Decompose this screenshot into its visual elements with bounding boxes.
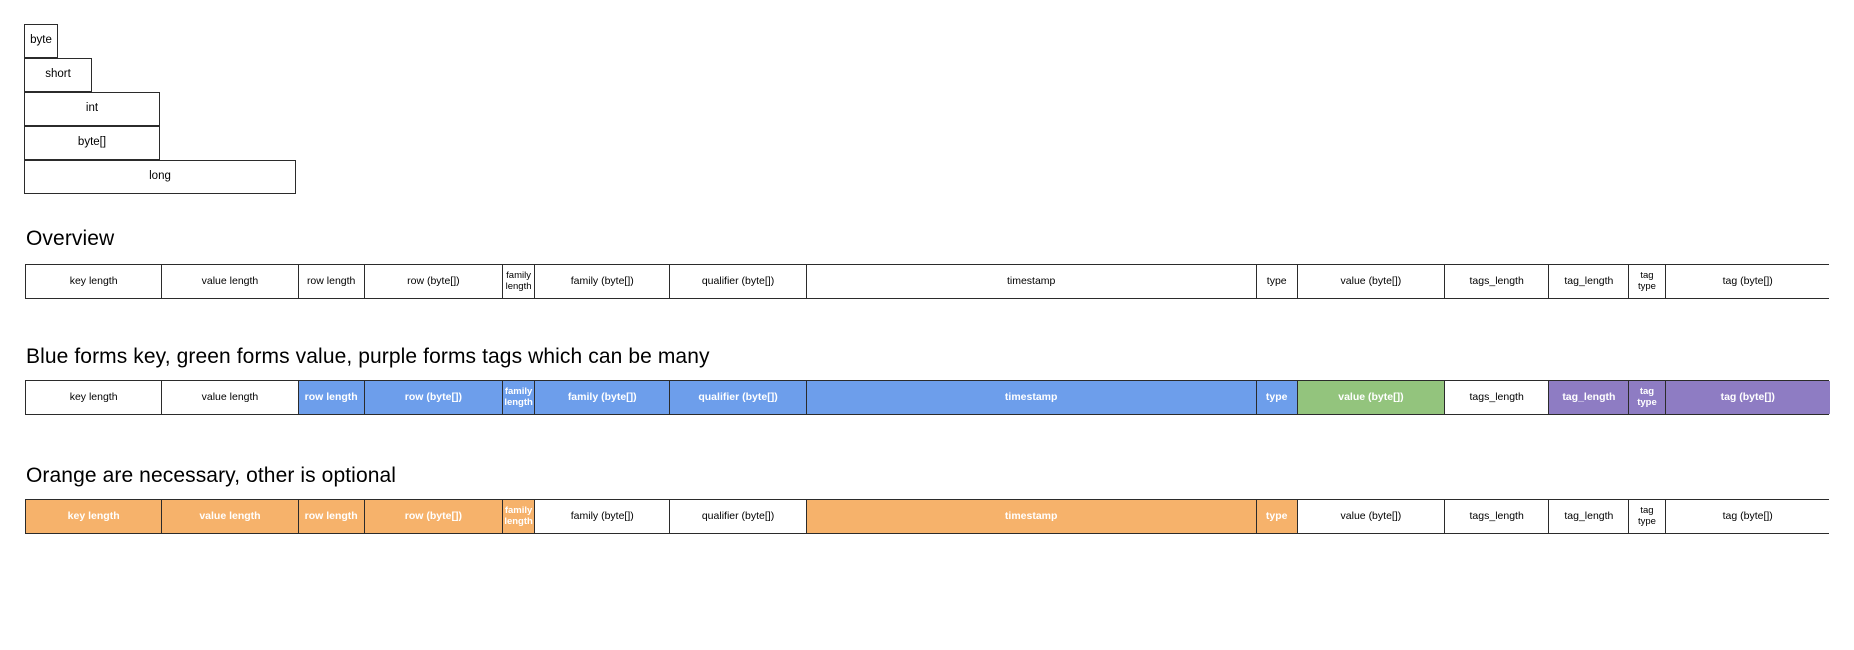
byte-field-cell: family length — [503, 265, 536, 298]
byte-field-cell: family (byte[]) — [535, 265, 671, 298]
byte-field-cell: row (byte[]) — [364, 381, 504, 414]
byte-field-cell: tag_length — [1549, 265, 1630, 298]
byte-field-cell: value length — [162, 500, 299, 533]
legend-box-long: long — [24, 160, 296, 194]
legend-box-bytearray: byte[] — [24, 126, 160, 160]
byte-field-cell: key length — [26, 265, 163, 298]
byte-field-cell: timestamp — [806, 500, 1257, 533]
byte-field-cell: tags_length — [1445, 500, 1550, 533]
byte-field-cell: tag_length — [1549, 381, 1630, 414]
byte-field-cell: value (byte[]) — [1297, 381, 1446, 414]
legend-label-int: int — [85, 102, 99, 115]
legend-label-short: short — [45, 68, 71, 81]
byte-field-cell: value (byte[]) — [1297, 500, 1446, 533]
legend-label-long: long — [149, 170, 171, 183]
legend-box-short: short — [24, 58, 92, 92]
byte-field-cell: tags_length — [1445, 381, 1550, 414]
byte-field-cell: tag (byte[]) — [1665, 500, 1830, 533]
byte-field-cell: row (byte[]) — [364, 500, 504, 533]
legend-box-int: int — [24, 92, 160, 126]
byte-field-cell: family (byte[]) — [535, 500, 671, 533]
byte-field-cell: qualifier (byte[]) — [670, 381, 807, 414]
byte-field-cell: tag (byte[]) — [1665, 265, 1830, 298]
byte-field-cell: tags_length — [1445, 265, 1550, 298]
byte-field-cell: tag type — [1629, 500, 1666, 533]
section-title-overview: Overview — [26, 227, 115, 250]
section-title-colored: Blue forms key, green forms value, purpl… — [26, 345, 710, 368]
byte-field-cell: timestamp — [806, 265, 1257, 298]
section-title-orange: Orange are necessary, other is optional — [26, 464, 397, 487]
byte-field-cell: qualifier (byte[]) — [670, 500, 807, 533]
byte-field-cell: value length — [162, 265, 299, 298]
byte-field-cell: row (byte[]) — [364, 265, 504, 298]
legend-box-byte: byte — [24, 24, 58, 58]
legend-label-byte: byte — [30, 34, 52, 47]
byte-field-cell: tag type — [1629, 381, 1666, 414]
byte-field-cell: value length — [162, 381, 299, 414]
byte-field-cell: type — [1256, 265, 1298, 298]
byte-field-cell: family length — [503, 381, 536, 414]
legend-label-bytearray: byte[] — [77, 136, 107, 149]
byte-field-cell: type — [1256, 500, 1298, 533]
byte-field-cell: family length — [503, 500, 536, 533]
byte-field-cell: value (byte[]) — [1297, 265, 1446, 298]
byte-field-cell: qualifier (byte[]) — [670, 265, 807, 298]
byte-field-cell: row length — [298, 381, 365, 414]
byte-field-cell: tag (byte[]) — [1665, 381, 1830, 414]
byte-field-cell: type — [1256, 381, 1298, 414]
byte-field-cell: family (byte[]) — [535, 381, 671, 414]
byte-field-cell: key length — [26, 500, 163, 533]
byte-field-cell: timestamp — [806, 381, 1257, 414]
byte-field-cell: row length — [298, 265, 365, 298]
byte-field-cell: tag type — [1629, 265, 1666, 298]
byte-field-cell: row length — [298, 500, 365, 533]
byte-field-cell: key length — [26, 381, 163, 414]
byte-field-cell: tag_length — [1549, 500, 1630, 533]
